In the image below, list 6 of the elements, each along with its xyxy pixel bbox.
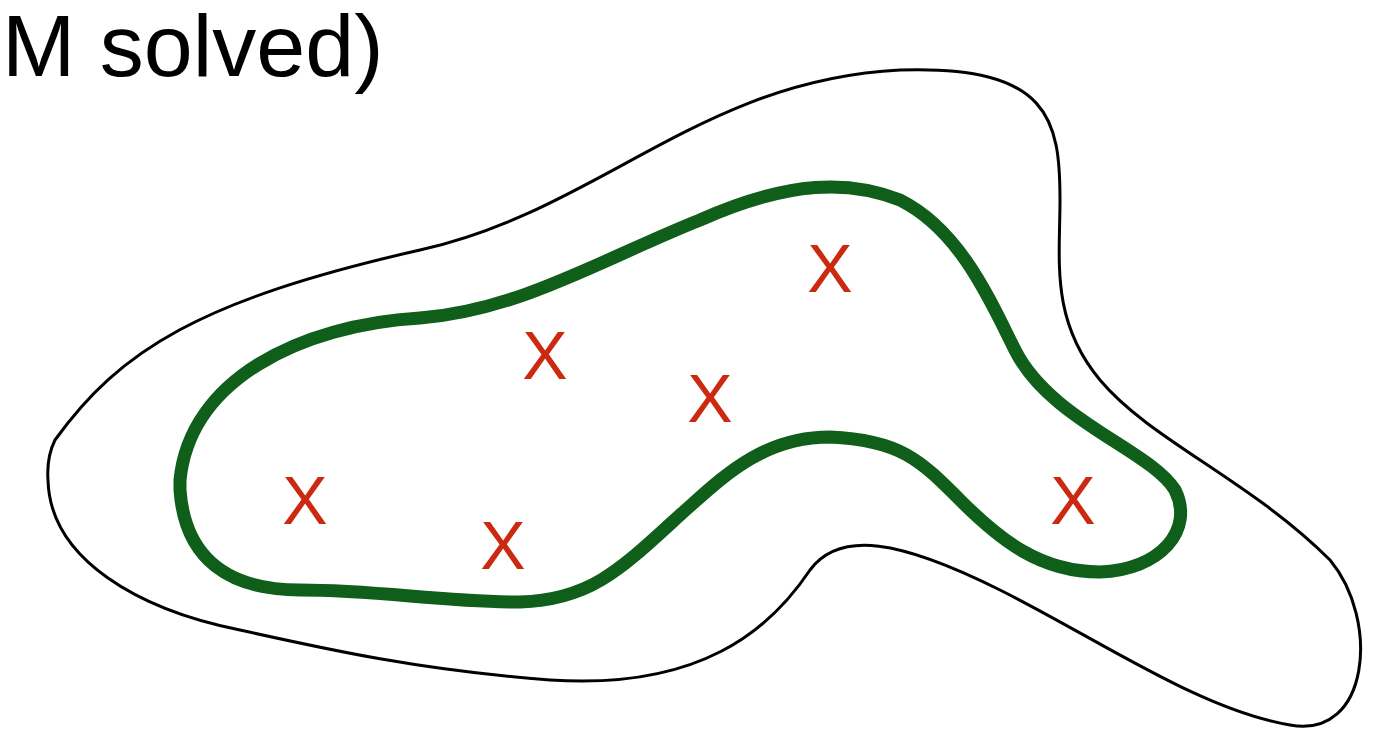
cross-mark: X [687,364,733,432]
cross-mark: X [1050,466,1096,534]
cross-mark: X [480,511,526,579]
cross-mark: X [522,321,568,389]
cross-mark: X [807,234,853,302]
cross-mark: X [282,466,328,534]
